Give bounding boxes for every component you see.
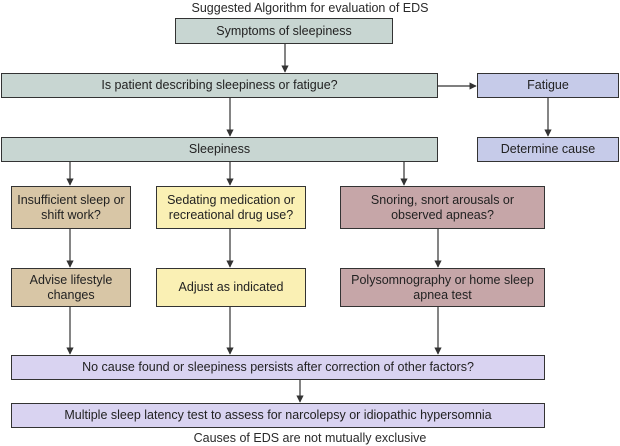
node-sedating: Sedating medication or recreational drug… bbox=[156, 186, 306, 229]
node-question: Is patient describing sleepiness or fati… bbox=[1, 73, 438, 98]
node-fatigue: Fatigue bbox=[477, 73, 619, 98]
node-symptoms: Symptoms of sleepiness bbox=[175, 18, 393, 44]
node-adjust: Adjust as indicated bbox=[156, 268, 306, 307]
node-advise: Advise lifestyle changes bbox=[11, 268, 131, 307]
node-polysomnography: Polysomnography or home sleep apnea test bbox=[340, 268, 545, 307]
node-insufficient-sleep: Insufficient sleep or shift work? bbox=[11, 186, 131, 229]
node-determine-cause: Determine cause bbox=[477, 137, 619, 162]
diagram-footer: Causes of EDS are not mutually exclusive bbox=[193, 431, 427, 445]
node-mslt: Multiple sleep latency test to assess fo… bbox=[11, 403, 545, 428]
node-sleepiness: Sleepiness bbox=[1, 137, 438, 162]
node-snoring: Snoring, snort arousals or observed apne… bbox=[340, 186, 545, 229]
diagram-title: Suggested Algorithm for evaluation of ED… bbox=[191, 1, 429, 15]
node-no-cause: No cause found or sleepiness persists af… bbox=[11, 355, 545, 380]
